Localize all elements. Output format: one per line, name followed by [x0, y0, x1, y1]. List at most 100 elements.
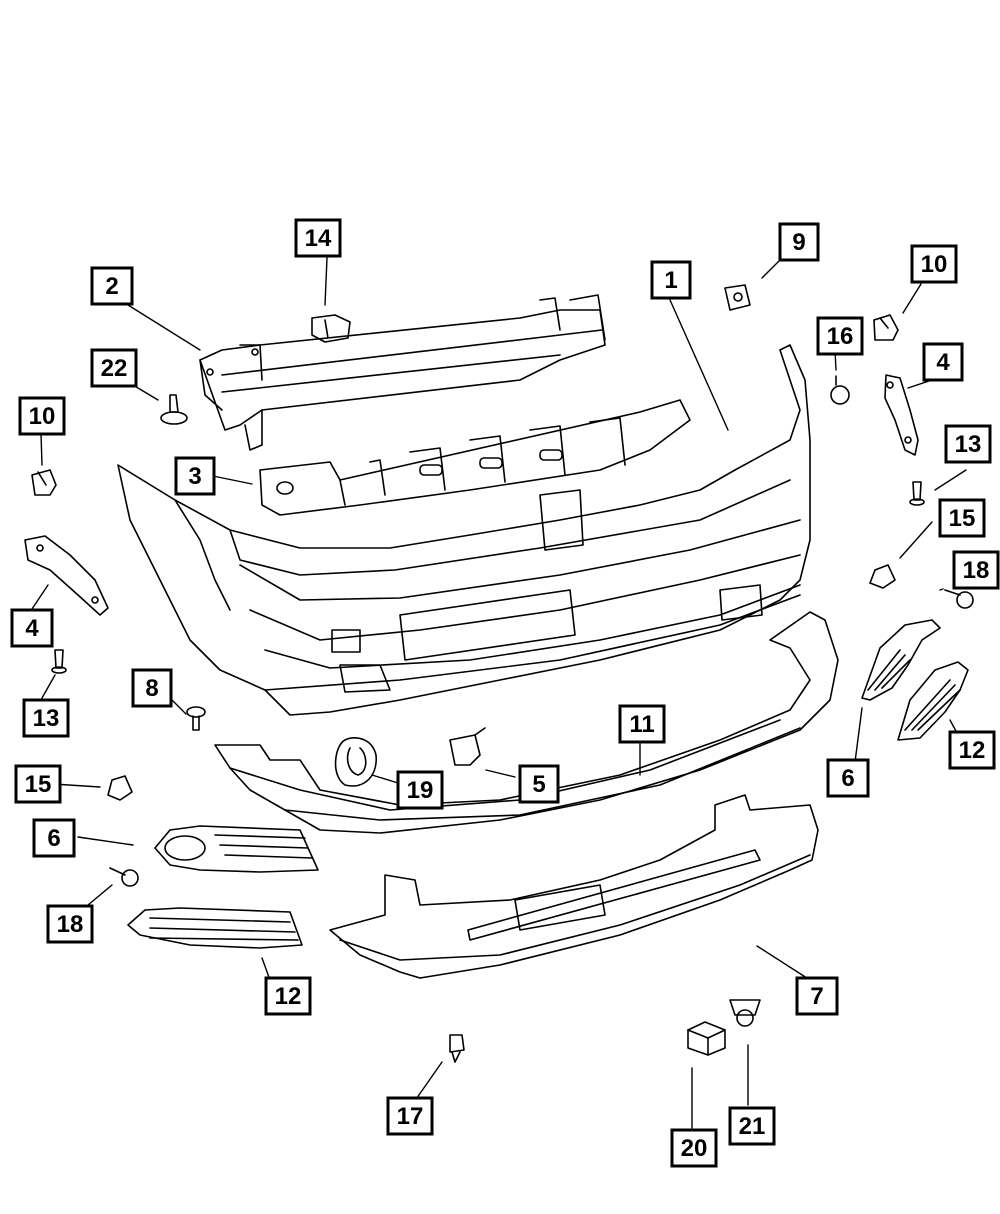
- callout-box: [10, 608, 54, 648]
- block-part-20: [687, 1021, 726, 1056]
- callout-box: [396, 770, 444, 810]
- callout-number: 6: [841, 765, 854, 792]
- tow-hook-cover-part: [449, 727, 486, 766]
- callout-15b: 15: [14, 764, 62, 804]
- callout-number: 13: [955, 431, 982, 458]
- callout-number: 5: [532, 771, 545, 798]
- callout-box: [90, 348, 138, 388]
- callout-number: 22: [101, 355, 128, 382]
- callout-number: 12: [959, 737, 986, 764]
- callout-number: 11: [629, 711, 654, 738]
- callout-number: 1: [664, 267, 677, 294]
- screw-part-18-right: [944, 589, 974, 609]
- callout-22: 22: [90, 348, 138, 388]
- nut-part-15-right: [869, 564, 896, 589]
- callout-box: [294, 218, 342, 258]
- callout-number: 19: [407, 777, 434, 804]
- callout-18a: 18: [952, 550, 1000, 590]
- callout-number: 9: [792, 229, 805, 256]
- screw-part-16: [830, 375, 850, 405]
- bolt-part-13-right: [909, 481, 925, 506]
- callout-15a: 15: [938, 498, 986, 538]
- clip-part-10-left: [31, 469, 57, 496]
- callout-box: [14, 764, 62, 804]
- grille-left: [127, 907, 303, 949]
- callout-box: [18, 396, 66, 436]
- callout-10b: 10: [18, 396, 66, 436]
- callout-21: 21: [728, 1106, 776, 1146]
- callout-box: [22, 698, 70, 738]
- reinforcement-beam-part: [199, 294, 606, 451]
- callout-7: 7: [795, 976, 839, 1016]
- callout-number: 18: [963, 557, 990, 584]
- grille-right: [897, 661, 969, 741]
- callout-box: [826, 758, 870, 798]
- fog-bezel-left: [154, 825, 319, 873]
- callout-box: [618, 704, 666, 744]
- callout-box: [518, 764, 560, 804]
- callout-box: [131, 668, 173, 708]
- callout-number: 10: [29, 403, 56, 430]
- callout-2: 2: [90, 266, 134, 306]
- callout-number: 14: [305, 225, 332, 252]
- callout-box: [778, 222, 820, 262]
- nut-part-15-left: [107, 775, 133, 801]
- callout-5: 5: [518, 764, 560, 804]
- callout-box: [952, 550, 1000, 590]
- bracket-part: [311, 314, 351, 343]
- callout-18b: 18: [46, 904, 94, 944]
- callout-number: 21: [739, 1113, 766, 1140]
- callout-number: 20: [681, 1135, 708, 1162]
- callout-3: 3: [174, 456, 216, 496]
- callout-box: [795, 976, 839, 1016]
- callout-number: 15: [949, 505, 976, 532]
- callout-number: 7: [810, 983, 823, 1010]
- callout-4a: 4: [922, 342, 964, 382]
- callout-8: 8: [131, 668, 173, 708]
- callout-9: 9: [778, 222, 820, 262]
- callout-box: [938, 498, 986, 538]
- pin-part-8: [186, 706, 206, 731]
- callout-box: [264, 976, 312, 1016]
- callout-number: 16: [827, 323, 854, 350]
- callout-box: [948, 730, 996, 770]
- callout-number: 4: [25, 615, 39, 642]
- callout-number: 6: [47, 825, 60, 852]
- callout-box: [90, 266, 134, 306]
- clip-part-17: [449, 1034, 465, 1063]
- callout-6b: 6: [32, 818, 76, 858]
- callout-number: 10: [921, 251, 948, 278]
- callout-12a: 12: [948, 730, 996, 770]
- callout-box: [386, 1096, 434, 1136]
- callout-box: [816, 316, 864, 356]
- callout-number: 15: [25, 771, 52, 798]
- callout-box: [46, 904, 94, 944]
- energy-absorber-part: [259, 399, 691, 516]
- side-bracket-left: [24, 535, 109, 616]
- clip-part-10-right: [873, 314, 899, 341]
- callout-box: [728, 1106, 776, 1146]
- callout-16: 16: [816, 316, 864, 356]
- callout-19: 19: [396, 770, 444, 810]
- callout-box: [944, 424, 992, 464]
- callout-box: [670, 1128, 718, 1168]
- callout-13b: 13: [22, 698, 70, 738]
- callout-6a: 6: [826, 758, 870, 798]
- callout-box: [910, 244, 958, 284]
- callout-12b: 12: [264, 976, 312, 1016]
- callout-number: 4: [936, 349, 950, 376]
- callout-11: 11: [618, 704, 666, 744]
- leader-lines: [29, 257, 967, 1129]
- fog-lamp-ring-part: [334, 737, 377, 787]
- callout-box: [650, 260, 692, 300]
- callout-number: 12: [275, 983, 302, 1010]
- fog-bezel-right: [861, 619, 941, 701]
- callout-box: [922, 342, 964, 382]
- callout-1: 1: [650, 260, 692, 300]
- side-bracket-right: [884, 374, 919, 456]
- clip-part-9: [724, 284, 751, 311]
- callout-box: [174, 456, 216, 496]
- callout-13a: 13: [944, 424, 992, 464]
